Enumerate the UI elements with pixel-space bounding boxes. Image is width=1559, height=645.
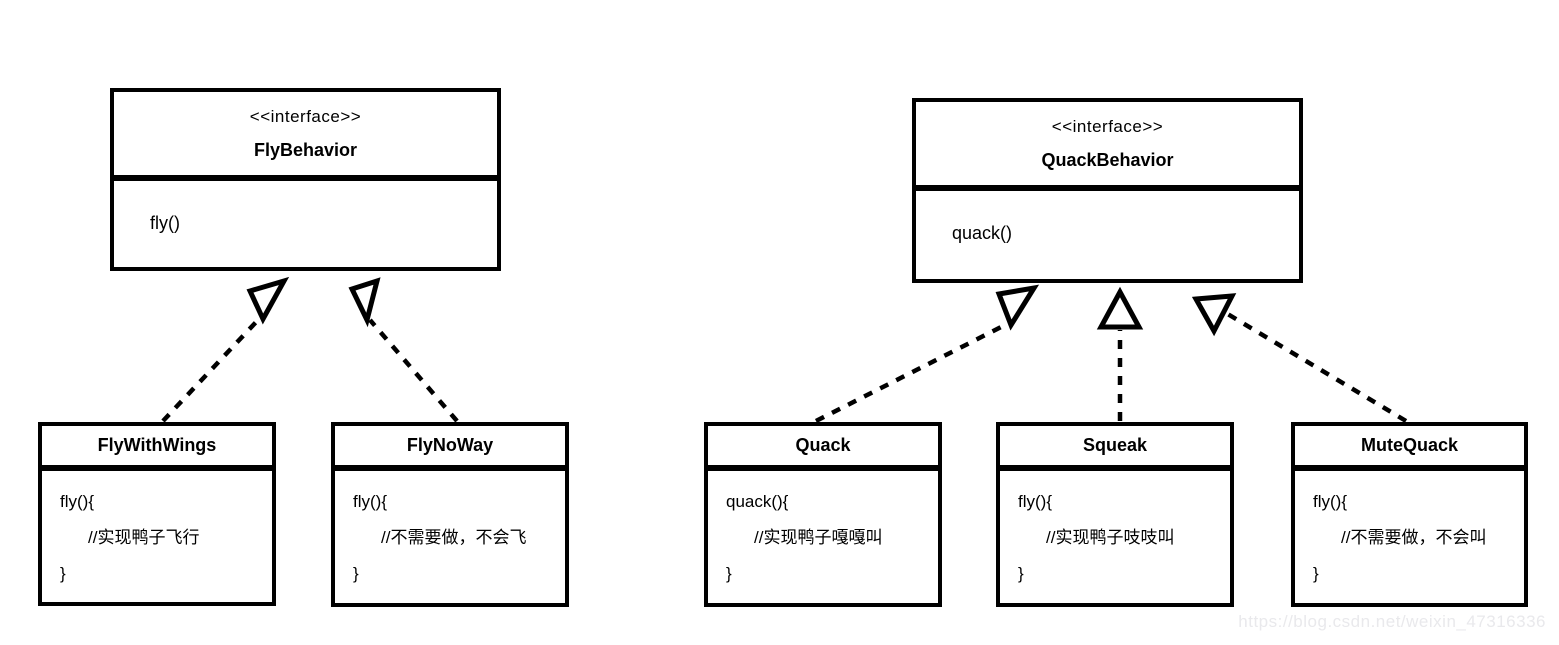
class-header: Squeak — [1000, 426, 1230, 471]
interface-stereotype: <<interface>> — [1051, 116, 1164, 136]
code-line: } — [60, 564, 66, 583]
interface-box-quackbehavior: <<interface>> QuackBehavior quack() — [912, 98, 1303, 283]
class-box-quack: Quack quack(){ //实现鸭子嘎嘎叫 } — [704, 422, 942, 607]
class-name: FlyNoWay — [406, 435, 494, 455]
class-box-squeak: Squeak fly(){ //实现鸭子吱吱叫 } — [996, 422, 1234, 607]
interface-method: fly() — [150, 213, 180, 233]
class-name: Quack — [795, 435, 851, 455]
class-name: FlyWithWings — [97, 435, 217, 455]
realization-arrowhead-icon — [1191, 293, 1237, 337]
interface-method: quack() — [952, 223, 1013, 243]
class-box-mutequack: MuteQuack fly(){ //不需要做，不会叫 } — [1291, 422, 1528, 607]
class-box-flywithwings: FlyWithWings fly(){ //实现鸭子飞行 } — [38, 422, 276, 606]
code-line: } — [1018, 564, 1024, 583]
interface-box-flybehavior: <<interface>> FlyBehavior fly() — [110, 88, 501, 271]
class-box-flynoway: FlyNoWay fly(){ //不需要做，不会飞 } — [331, 422, 569, 607]
realization-line-quack — [814, 321, 1009, 424]
code-line: fly(){ — [1313, 492, 1347, 511]
realization-line-flywithwings — [161, 318, 260, 423]
class-body: quack(){ //实现鸭子嘎嘎叫 } — [708, 471, 938, 592]
code-comment: //不需要做，不会飞 — [381, 528, 527, 547]
code-line: } — [1313, 564, 1319, 583]
class-body: fly(){ //实现鸭子飞行 } — [42, 471, 272, 592]
realization-line-flynoway — [368, 318, 459, 423]
class-name: MuteQuack — [1360, 435, 1459, 455]
realization-arrowhead-icon — [246, 276, 290, 325]
class-body: fly(){ //不需要做，不会叫 } — [1295, 471, 1524, 592]
code-line: fly(){ — [60, 492, 94, 511]
code-line: quack(){ — [726, 492, 789, 511]
class-body: fly(){ //实现鸭子吱吱叫 } — [1000, 471, 1230, 592]
class-header: MuteQuack — [1295, 426, 1524, 471]
code-comment: //实现鸭子嘎嘎叫 — [754, 528, 883, 547]
code-line: } — [353, 564, 359, 583]
interface-name: QuackBehavior — [1041, 149, 1174, 170]
class-header: FlyWithWings — [42, 426, 272, 471]
code-comment: //不需要做，不会叫 — [1341, 528, 1487, 547]
realization-arrowhead-icon — [348, 277, 381, 328]
interface-name: FlyBehavior — [253, 139, 358, 160]
interface-header: <<interface>> QuackBehavior — [916, 102, 1299, 191]
code-line: fly(){ — [353, 492, 387, 511]
realization-arrowhead-icon — [995, 284, 1040, 331]
class-header: Quack — [708, 426, 938, 471]
realization-line-mutequack — [1224, 311, 1408, 423]
watermark-url: https://blog.csdn.net/weixin_47316336 — [1238, 612, 1546, 631]
class-header: FlyNoWay — [335, 426, 565, 471]
code-comment: //实现鸭子吱吱叫 — [1046, 528, 1175, 547]
realization-arrowhead-icon — [1096, 286, 1144, 330]
code-comment: //实现鸭子飞行 — [88, 528, 200, 547]
code-line: fly(){ — [1018, 492, 1052, 511]
interface-stereotype: <<interface>> — [249, 106, 362, 126]
code-line: } — [726, 564, 732, 583]
class-name: Squeak — [1082, 435, 1148, 455]
class-body: fly(){ //不需要做，不会飞 } — [335, 471, 565, 592]
interface-header: <<interface>> FlyBehavior — [114, 92, 497, 181]
